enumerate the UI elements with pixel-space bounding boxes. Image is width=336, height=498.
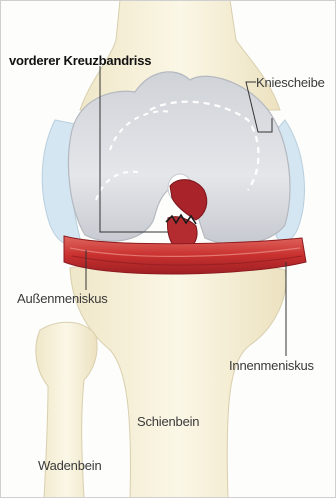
label-lateral-meniscus: Außenmeniskus: [17, 291, 108, 306]
label-medial-meniscus: Innenmeniskus: [229, 358, 314, 373]
label-tibia: Schienbein: [137, 414, 199, 429]
label-patella: Kniescheibe: [256, 75, 325, 90]
label-fibula: Wadenbein: [38, 458, 102, 473]
label-anterior-cruciate-ligament-tear: vorderer Kreuzbandriss: [9, 53, 151, 68]
